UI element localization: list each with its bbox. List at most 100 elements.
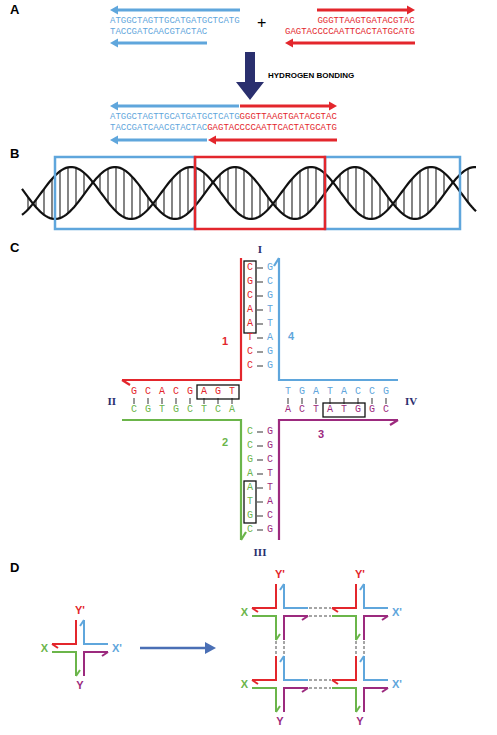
arrow-hook xyxy=(356,634,360,640)
arrow-hook xyxy=(280,584,284,590)
arrow-hook xyxy=(360,584,364,590)
tile-label: Y' xyxy=(75,604,85,616)
arm-numeral: III xyxy=(254,546,267,559)
arrow-hook xyxy=(102,652,108,656)
sticky-join xyxy=(355,641,357,655)
base-pair xyxy=(347,169,348,202)
tile-label: X' xyxy=(392,678,402,690)
strand-line xyxy=(332,616,356,640)
step-label: HYDROGEN BONDING xyxy=(268,71,354,81)
segment-frame xyxy=(55,157,195,229)
dna-sequence: ATGGCTAGTTGCATGATGCTCATG xyxy=(110,112,240,123)
strand-arrow xyxy=(116,105,239,108)
base-pair xyxy=(75,168,76,205)
base-pair xyxy=(443,173,444,195)
pair-mark xyxy=(257,501,263,502)
dna-sequence: GAGTACCCCAATTCACTATGCATG xyxy=(285,27,415,38)
arm-numeral: IV xyxy=(405,395,417,408)
strand-number: 4 xyxy=(288,330,294,343)
base-pair xyxy=(123,170,124,217)
arrow-head xyxy=(110,39,118,48)
pair-mark xyxy=(301,398,302,404)
arrow-hook xyxy=(252,680,258,684)
base-row: C G T G C T C A xyxy=(131,403,236,417)
arrow-hook xyxy=(382,688,388,692)
arm-numeral: II xyxy=(107,395,116,408)
pair-mark xyxy=(287,398,288,404)
dna-sequence: TACCGATCAACGTACTAC xyxy=(110,27,207,38)
base-pair xyxy=(371,177,372,219)
pair-mark xyxy=(257,459,263,460)
tile-label: Y xyxy=(276,715,283,727)
strand-arrow xyxy=(116,139,207,142)
tile-label: Y' xyxy=(355,568,365,580)
arrow-hook xyxy=(332,608,338,612)
arrow-hook xyxy=(241,532,246,540)
strand-line xyxy=(252,616,276,640)
dna-sequence: GAGTACCCCAATTCACTATGCATG xyxy=(207,123,337,134)
base-pair xyxy=(51,179,52,219)
base-pair xyxy=(179,171,180,218)
arrow-head xyxy=(205,642,216,654)
base-pair xyxy=(99,175,100,192)
pair-mark xyxy=(257,351,263,352)
pair-mark xyxy=(257,267,263,268)
strand-line xyxy=(252,584,276,608)
strand-line xyxy=(122,258,241,380)
segment-frame xyxy=(325,157,460,229)
pair-mark xyxy=(257,337,263,338)
pair-mark xyxy=(257,309,263,310)
pair-mark xyxy=(257,487,263,488)
arrow-hook xyxy=(302,688,308,692)
base-pair xyxy=(419,171,420,218)
pair-mark xyxy=(257,323,263,324)
pair-mark xyxy=(161,398,162,404)
pair-mark xyxy=(147,398,148,404)
dna-helix xyxy=(22,167,476,219)
base-pair xyxy=(411,179,412,219)
strand-line xyxy=(252,656,276,680)
base-pair xyxy=(115,167,116,211)
arrow-hook xyxy=(252,608,258,612)
tile-label: X' xyxy=(392,606,402,618)
pair-mark xyxy=(315,398,316,404)
strand-line xyxy=(364,656,388,680)
pair-mark xyxy=(257,515,263,516)
panel-letter: C xyxy=(10,240,19,255)
base-column: GGCTTACG xyxy=(267,425,277,537)
process-arrow xyxy=(236,52,264,100)
base-pair xyxy=(227,169,228,202)
arrow-head xyxy=(208,136,216,145)
strand-arrow xyxy=(116,9,240,12)
strand-line xyxy=(252,688,276,712)
strand-line xyxy=(284,656,308,680)
segment-frame xyxy=(195,157,325,229)
arrow-head xyxy=(407,6,415,15)
arrow-hook xyxy=(356,706,360,712)
strand-line xyxy=(332,584,356,608)
strand-line xyxy=(284,688,308,712)
arrow-hook xyxy=(332,680,338,684)
strand-line xyxy=(364,616,388,640)
strand-line xyxy=(332,656,356,680)
arrow-hook xyxy=(76,670,80,676)
tile-label: Y xyxy=(76,679,83,691)
strand-number: 3 xyxy=(318,428,324,441)
strand-line xyxy=(364,584,388,608)
arrow-head xyxy=(110,6,118,15)
base-row: G C A C G A G T xyxy=(131,385,236,399)
strand-arrow xyxy=(291,42,415,45)
arrow-hook xyxy=(122,380,130,385)
base-column: CGCAATCC xyxy=(247,261,257,373)
arm-numeral: I xyxy=(258,243,262,256)
strand-arrow xyxy=(116,42,207,45)
sticky-join xyxy=(363,641,365,655)
arrow-head xyxy=(110,102,118,111)
arrow-hook xyxy=(360,656,364,662)
arrow-hook xyxy=(276,634,280,640)
strand-line xyxy=(364,688,388,712)
pair-mark xyxy=(175,398,176,404)
base-pair xyxy=(355,167,356,211)
strand-line xyxy=(122,420,241,540)
plus-sign: + xyxy=(257,14,266,32)
